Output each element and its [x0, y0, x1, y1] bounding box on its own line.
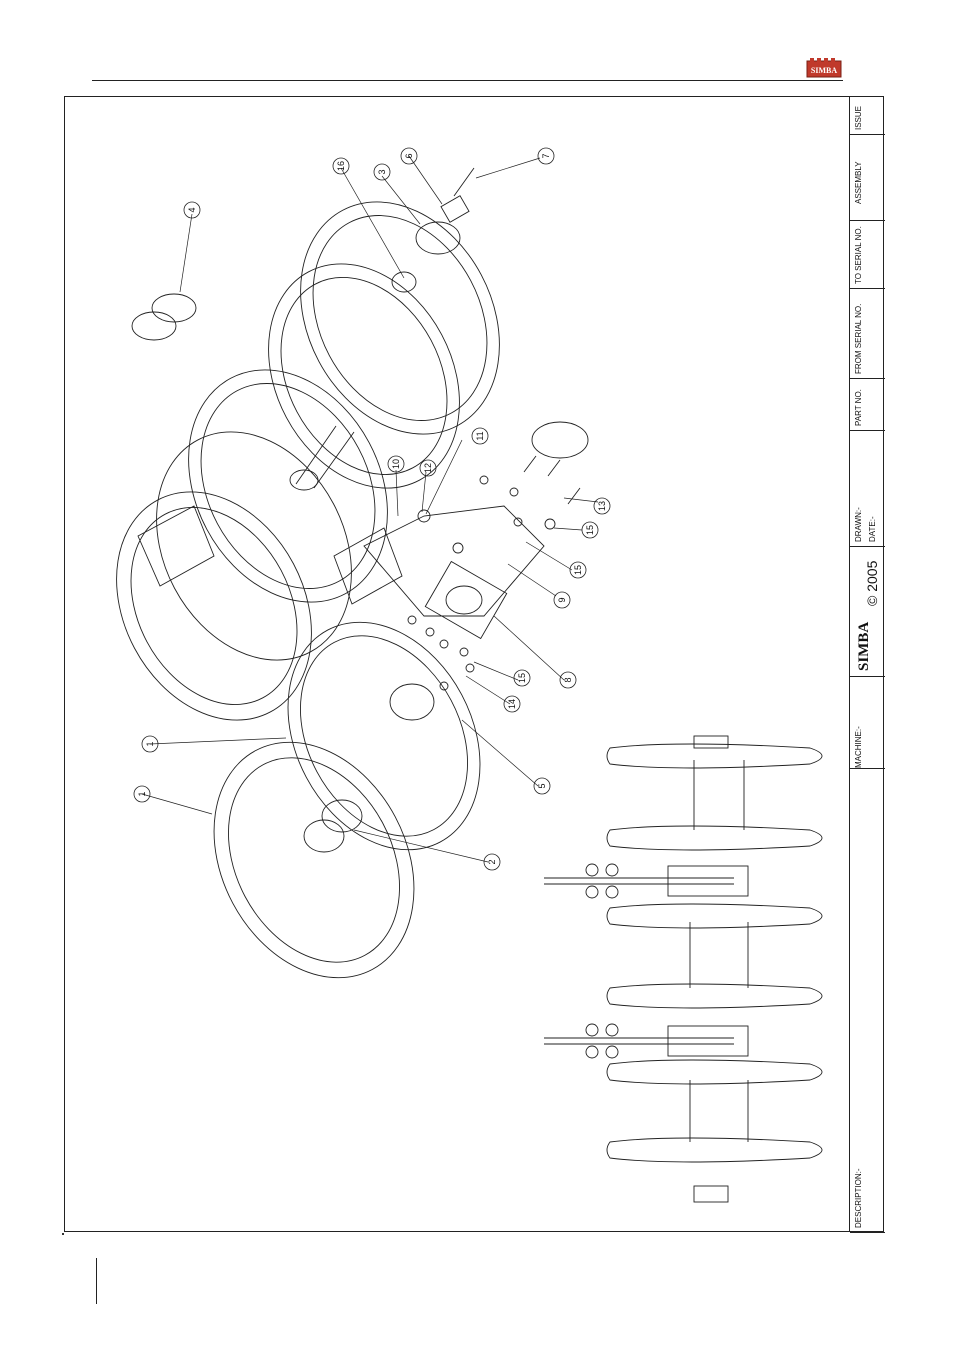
svg-text:5: 5: [537, 783, 547, 788]
callout-bubble: 2: [484, 854, 500, 870]
svg-text:3: 3: [377, 169, 387, 174]
svg-text:1: 1: [137, 791, 147, 796]
svg-text:8: 8: [563, 677, 573, 682]
date-label: DATE:-: [868, 516, 877, 542]
callout-bubble: 13: [594, 498, 610, 514]
issue-label: ISSUE: [854, 106, 863, 130]
callout-bubble: 14: [504, 696, 520, 712]
bracket: [138, 422, 588, 639]
copyright-text: © 2005: [864, 561, 880, 606]
svg-text:4: 4: [187, 207, 197, 212]
disc-stack: [78, 167, 538, 1013]
description-label: DESCRIPTION:-: [854, 1168, 863, 1228]
callout-bubble: 15: [514, 670, 530, 686]
corner-dot: [62, 1233, 64, 1235]
callout-bubble: 8: [560, 672, 576, 688]
svg-text:12: 12: [423, 463, 433, 473]
svg-text:15: 15: [573, 565, 583, 575]
svg-text:1: 1: [145, 741, 155, 746]
fasteners: [408, 456, 580, 690]
svg-text:SIMBA: SIMBA: [811, 66, 837, 75]
svg-text:11: 11: [475, 431, 485, 440]
svg-text:13: 13: [597, 501, 607, 511]
header-rule: [92, 80, 843, 81]
svg-text:7: 7: [541, 153, 551, 158]
machine-label: MACHINE:-: [854, 726, 863, 768]
callout-bubble: 7: [538, 148, 554, 164]
svg-text:14: 14: [507, 699, 517, 709]
part-no-label: PART NO.: [854, 389, 863, 426]
callout-bubble: 1: [134, 786, 150, 802]
callout-bubble: 16: [333, 158, 349, 174]
svg-text:9: 9: [557, 597, 567, 602]
title-block: ISSUE ASSEMBLY TO SERIAL NO. FROM SERIAL…: [849, 96, 884, 1232]
callout-bubble: 15: [582, 522, 598, 538]
callout-bubble: 5: [534, 778, 550, 794]
svg-text:16: 16: [336, 161, 346, 171]
callout-bubble: 9: [554, 592, 570, 608]
simba-logo: SIMBA: [806, 56, 842, 80]
callout-bubble: 11: [472, 428, 488, 444]
assembled-view: [544, 736, 822, 1202]
callout-bubble: 3: [374, 164, 390, 180]
svg-text:2: 2: [487, 859, 497, 864]
callout-bubble: 12: [420, 460, 436, 476]
callout-bubble: 6: [401, 148, 417, 164]
footer-mark: [96, 1258, 97, 1304]
svg-text:15: 15: [517, 673, 527, 683]
svg-text:10: 10: [391, 459, 401, 469]
exploded-assembly-drawing: 16 6 7 3 4 11 10 12 13 15 15 9 8 15 14 1…: [64, 96, 849, 1232]
to-serial-label: TO SERIAL NO.: [854, 226, 863, 284]
from-serial-label: FROM SERIAL NO.: [854, 304, 863, 374]
brand-text: SIMBA: [856, 622, 873, 671]
callout-bubble: 10: [388, 456, 404, 472]
callout-bubble: 15: [570, 562, 586, 578]
drawn-label: DRAWN:-: [854, 507, 863, 542]
assembly-label: ASSEMBLY: [854, 161, 863, 204]
svg-text:6: 6: [404, 153, 414, 158]
svg-text:15: 15: [585, 525, 595, 535]
